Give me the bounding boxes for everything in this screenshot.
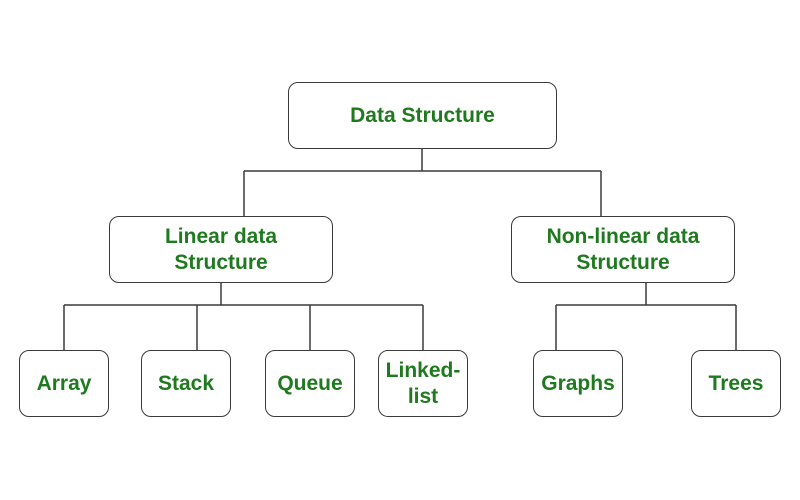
node-label: Array [36, 371, 92, 395]
node-trees: Trees [691, 350, 781, 417]
node-label: Trees [708, 371, 764, 395]
node-label: Stack [157, 371, 215, 395]
node-array: Array [19, 350, 109, 417]
node-label: Queue [277, 371, 343, 395]
node-queue: Queue [265, 350, 355, 417]
node-linked-list: Linked- list [378, 350, 468, 417]
node-label: Non-linear data Structure [546, 224, 700, 274]
node-graphs: Graphs [533, 350, 623, 417]
node-data-structure: Data Structure [288, 82, 557, 149]
node-label: Graphs [541, 371, 615, 395]
node-non-linear-data-structure: Non-linear data Structure [511, 216, 735, 283]
node-label: Linear data Structure [164, 224, 278, 274]
node-label: Data Structure [350, 103, 495, 127]
node-stack: Stack [141, 350, 231, 417]
node-label: Linked- list [385, 358, 461, 408]
node-linear-data-structure: Linear data Structure [109, 216, 333, 283]
